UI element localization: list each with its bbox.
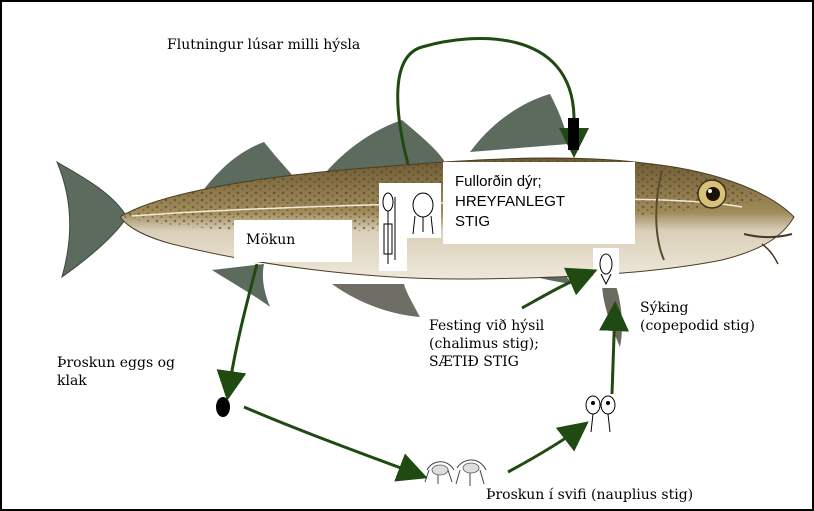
arrow-nauplius-to-copepodid xyxy=(508,425,584,472)
label-mating: Mökun xyxy=(234,220,352,262)
nauplius-larvae xyxy=(425,460,486,486)
label-transfer: Flutningur lúsar milli hýsla xyxy=(167,36,360,54)
arrow-egg-to-nauplius xyxy=(244,407,422,476)
label-attachment: Festing við hýsil (chalimus stig); SÆTIÐ… xyxy=(429,317,544,371)
label-adult-stage: Fullorðin dýr; HREYFANLEGT STIG xyxy=(443,162,635,244)
label-infection: Sýking (copepodid stig) xyxy=(640,299,755,335)
label-egg-development: Þroskun eggs og klak xyxy=(57,354,175,390)
anal-fin-1 xyxy=(212,264,270,307)
anal-fin-2 xyxy=(332,284,420,317)
tail-fin xyxy=(57,162,127,277)
chalimus-louse xyxy=(593,248,619,288)
fish-barbel xyxy=(762,244,778,264)
copepodid-larvae xyxy=(586,396,615,432)
egg xyxy=(216,397,230,417)
transfer-arrow-head-bar xyxy=(568,118,579,150)
label-nauplius: Þroskun í svifi (nauplius stig) xyxy=(486,486,693,504)
dorsal-fin-3 xyxy=(470,94,568,152)
pelvic-fin xyxy=(602,280,622,347)
